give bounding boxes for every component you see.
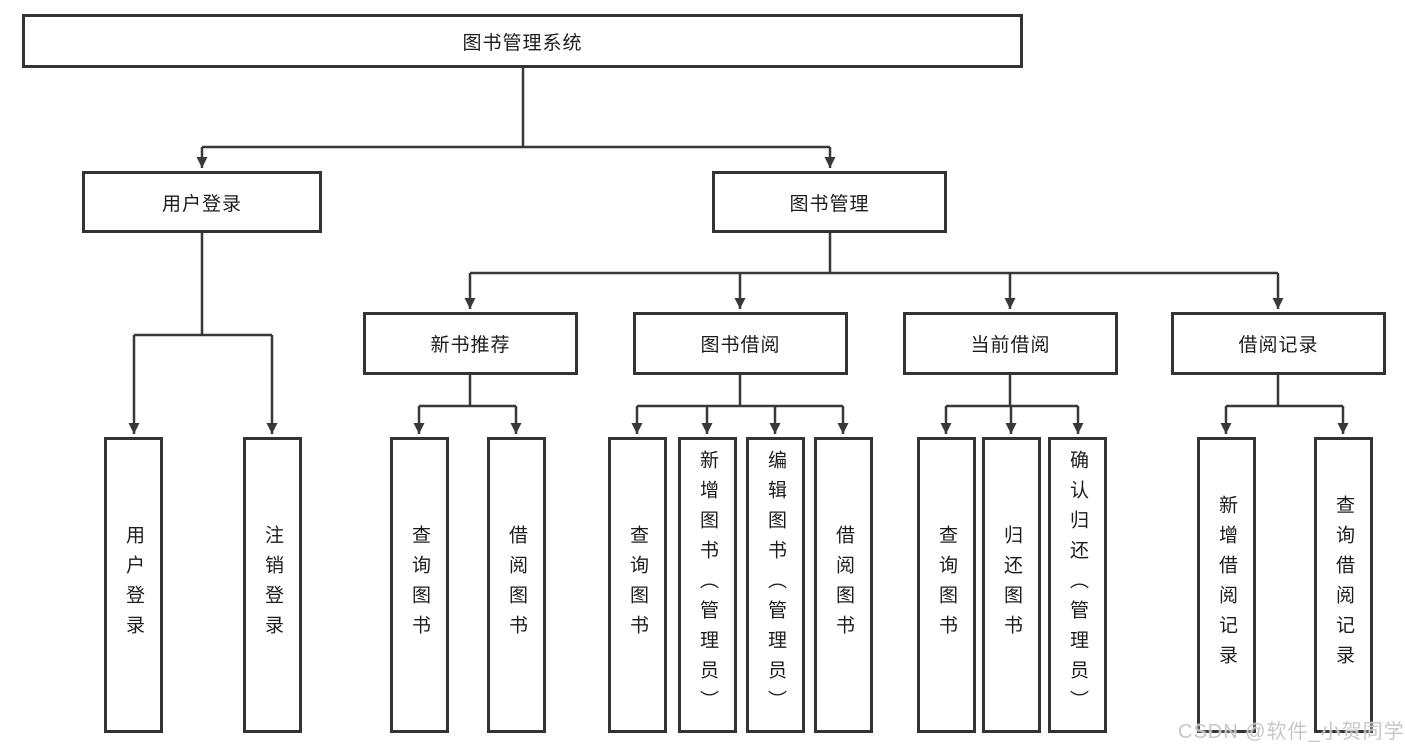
node-label: 新增借阅记录: [1216, 495, 1237, 675]
node-label: 新书推荐: [430, 335, 511, 356]
node-label: 借阅记录: [1238, 335, 1319, 356]
leaf-return-book: 归还图书: [982, 437, 1041, 733]
node-label: 当前借阅: [970, 335, 1051, 356]
node-label: 查询图书: [627, 525, 648, 645]
node-new-book-recommend: 新书推荐: [363, 312, 578, 375]
node-label: 图书管理系统: [462, 32, 583, 54]
node-label: 图书借阅: [700, 335, 781, 356]
leaf-query-books-borrow: 查询图书: [608, 437, 667, 733]
node-label: 用户登录: [123, 525, 144, 645]
node-label: 新增图书（管理员）: [697, 450, 718, 720]
node-borrow-records: 借阅记录: [1171, 312, 1386, 375]
node-label: 图书管理: [789, 193, 870, 215]
leaf-query-borrow-record: 查询借阅记录: [1314, 437, 1373, 733]
node-book-management: 图书管理: [712, 171, 947, 233]
node-label: 借阅图书: [833, 525, 854, 645]
leaf-query-books-recommend: 查询图书: [390, 437, 449, 733]
node-label: 查询图书: [409, 525, 430, 645]
node-label: 借阅图书: [506, 525, 527, 645]
node-label: 编辑图书（管理员）: [765, 450, 786, 720]
leaf-user-login: 用户登录: [104, 437, 163, 733]
leaf-logout: 注销登录: [243, 437, 302, 733]
node-book-borrow: 图书借阅: [633, 312, 848, 375]
node-library-system: 图书管理系统: [22, 14, 1023, 68]
node-label: 查询图书: [936, 525, 957, 645]
node-user-login: 用户登录: [82, 171, 322, 233]
watermark-text: CSDN @软件_小贺同学: [1178, 721, 1405, 743]
leaf-borrow-books: 借阅图书: [814, 437, 873, 733]
leaf-borrow-books-recommend: 借阅图书: [487, 437, 546, 733]
node-label: 用户登录: [161, 193, 242, 215]
leaf-confirm-return-admin: 确认归还（管理员）: [1048, 437, 1107, 733]
leaf-edit-book-admin: 编辑图书（管理员）: [746, 437, 805, 733]
node-label: 归还图书: [1001, 525, 1022, 645]
node-label: 查询借阅记录: [1333, 495, 1354, 675]
leaf-add-borrow-record: 新增借阅记录: [1197, 437, 1256, 733]
leaf-query-books-current: 查询图书: [917, 437, 976, 733]
leaf-add-book-admin: 新增图书（管理员）: [678, 437, 737, 733]
node-label: 确认归还（管理员）: [1067, 450, 1088, 720]
node-label: 注销登录: [262, 525, 283, 645]
node-current-borrow: 当前借阅: [903, 312, 1118, 375]
